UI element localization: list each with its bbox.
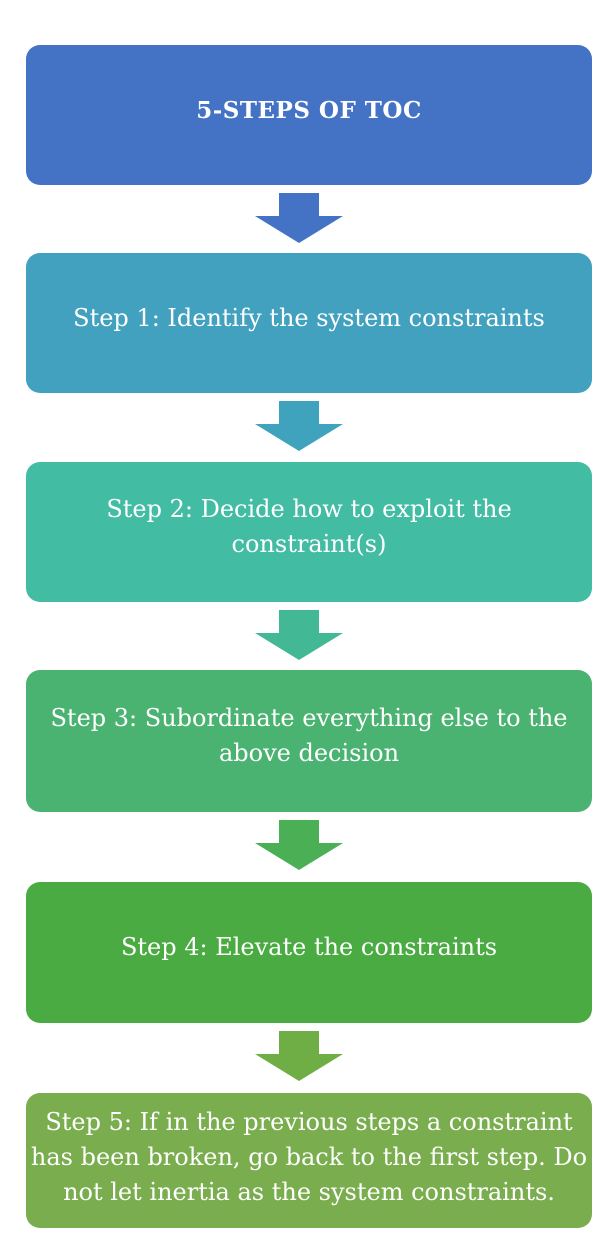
node-step-5-text: Step 5: If in the previous steps a const… (45, 1108, 573, 1136)
down-arrow-icon (255, 1031, 343, 1081)
node-step-1: Step 1: Identify the system constraints (26, 253, 592, 393)
node-step-5: Step 5: If in the previous steps a const… (26, 1093, 592, 1228)
node-title-text: 5-STEPS OF TOC (196, 96, 422, 124)
down-arrow-icon (255, 610, 343, 660)
down-arrow-icon (255, 820, 343, 870)
node-step-2-text: constraint(s) (231, 530, 387, 558)
node-step-3-text: Step 3: Subordinate everything else to t… (50, 704, 568, 732)
node-step-3: Step 3: Subordinate everything else to t… (26, 670, 592, 812)
down-arrow-icon (255, 401, 343, 451)
node-step-4-text: Step 4: Elevate the constraints (120, 933, 498, 961)
node-title: 5-STEPS OF TOC (26, 45, 592, 185)
node-step-2-text: Step 2: Decide how to exploit the (106, 495, 512, 523)
node-step-1-text: Step 1: Identify the system constraints (73, 303, 545, 332)
node-step-4: Step 4: Elevate the constraints (26, 882, 592, 1023)
node-step-3-text: above decision (218, 739, 400, 767)
node-step-2: Step 2: Decide how to exploit the constr… (26, 462, 592, 602)
down-arrow-icon (255, 193, 343, 243)
node-step-5-text: not let inertia as the system constraint… (63, 1178, 555, 1206)
node-step-5-text: has been broken, go back to the first st… (30, 1143, 588, 1171)
